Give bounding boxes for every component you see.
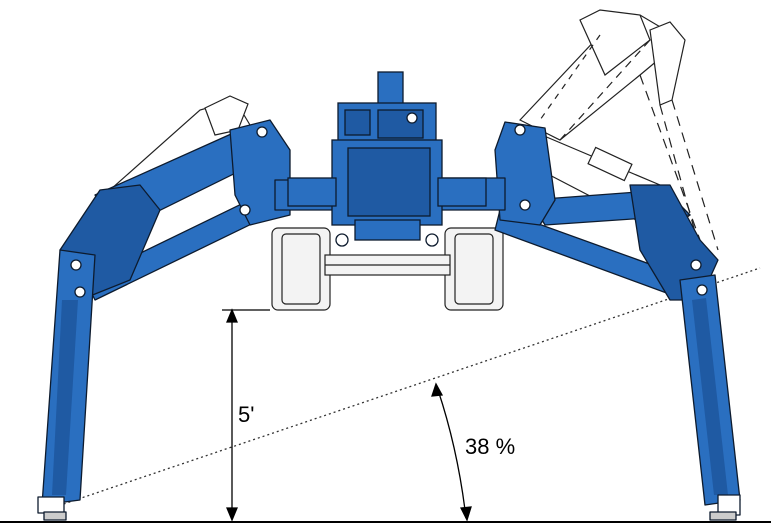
left-foot	[37, 496, 65, 514]
slope-angle-dimension	[431, 382, 472, 522]
machine-body	[287, 71, 487, 247]
slope-label: 38 %	[465, 434, 516, 459]
right-wheel	[444, 227, 504, 311]
left-wheel	[271, 227, 331, 311]
height-dimension	[222, 308, 270, 522]
track-wheels	[271, 227, 504, 311]
left-outrigger	[37, 119, 336, 521]
raised-outrigger-ghost	[519, 9, 719, 251]
mast	[377, 71, 404, 105]
height-label: 5'	[238, 402, 255, 427]
slope-line	[39, 267, 761, 513]
